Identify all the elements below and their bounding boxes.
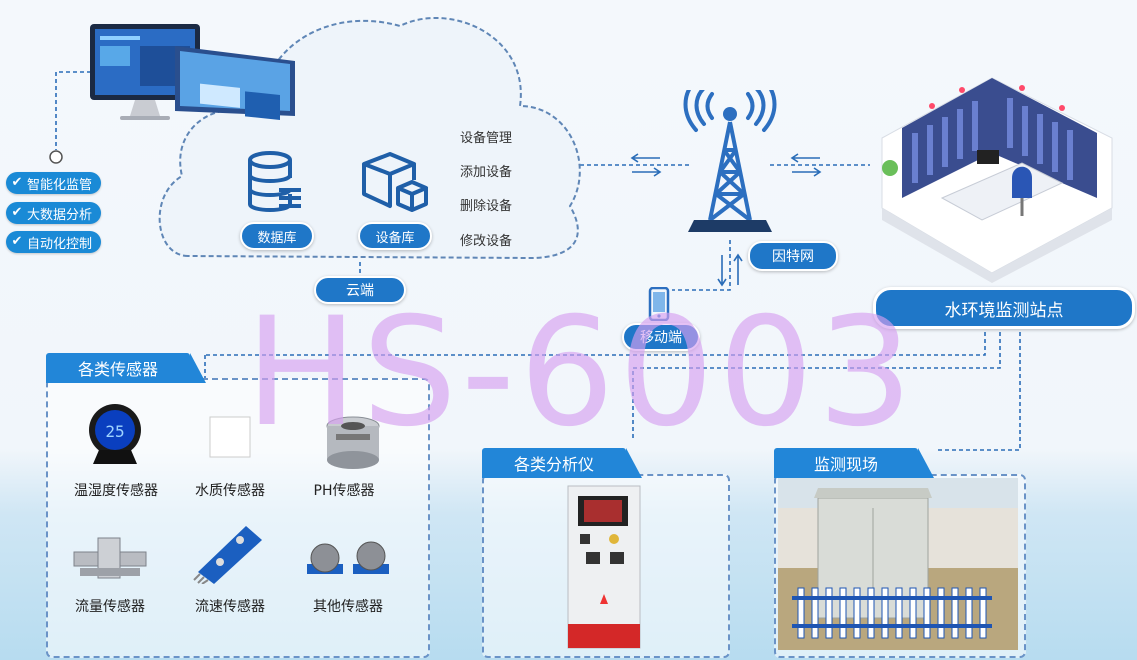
arrow-left-2 — [790, 153, 820, 163]
device-menu-manage: 设备管理 — [460, 131, 513, 146]
water-quality-sensor-icon — [209, 416, 251, 458]
sensor-label-ph: PH传感器 — [313, 483, 375, 499]
feature-smart-supervision: ✔ 智能化监管 — [6, 172, 102, 194]
mobile-label: 移动端 — [622, 323, 700, 351]
tower-to-mobile-line — [672, 240, 731, 291]
feature-label: 大数据分析 — [27, 207, 93, 223]
analyzer-cabinet-image — [567, 485, 641, 649]
signal-tower-icon — [683, 90, 777, 232]
check-icon: ✔ — [11, 234, 23, 249]
database-label: 数据库 — [240, 222, 314, 250]
device-menu-add: 添加设备 — [460, 165, 513, 180]
flow-rate-sensor-icon — [193, 526, 262, 584]
sensor-display-text: 25 — [105, 422, 124, 441]
device-store-label: 设备库 — [358, 222, 432, 250]
station-to-analyzer-line — [632, 325, 1001, 440]
arrow-right-1 — [632, 167, 662, 177]
arrow-down — [717, 255, 727, 287]
site-title: 监测现场 — [774, 448, 934, 478]
feature-label: 自动化控制 — [27, 236, 93, 252]
arrow-left-1 — [630, 153, 660, 163]
server-room-image — [881, 77, 1113, 283]
feature-label: 智能化监管 — [27, 177, 93, 193]
flow-sensor-icon — [73, 537, 147, 579]
station-to-sensors-line — [205, 325, 986, 356]
station-label: 水环境监测站点 — [873, 287, 1135, 329]
monitoring-site-photo — [778, 478, 1018, 650]
device-menu-edit: 修改设备 — [460, 234, 513, 249]
watermark-text: HS-6003 — [245, 286, 917, 460]
sensor-label-water-quality: 水质传感器 — [195, 483, 265, 499]
monitor-to-feature-line — [55, 71, 112, 150]
feature-node — [49, 150, 63, 164]
ph-sensor-icon — [326, 416, 380, 469]
device-menu-delete: 删除设备 — [460, 199, 513, 214]
cloud-label: 云端 — [314, 276, 406, 304]
internet-label: 因特网 — [748, 241, 838, 271]
check-icon: ✔ — [11, 175, 23, 190]
arrow-right-2 — [792, 167, 822, 177]
sensor-label-flow: 流量传感器 — [75, 599, 145, 615]
mobile-phone-icon — [648, 287, 670, 321]
cloud-shape — [158, 17, 581, 260]
arrow-up — [733, 253, 743, 285]
check-icon: ✔ — [11, 205, 23, 220]
sensor-label-flow-rate: 流速传感器 — [195, 599, 265, 615]
sensors-title: 各类传感器 — [46, 353, 206, 383]
temperature-humidity-sensor-icon: 25 — [89, 404, 141, 464]
feature-big-data: ✔ 大数据分析 — [6, 202, 102, 224]
sensor-label-other: 其他传感器 — [313, 599, 383, 615]
feature-automation: ✔ 自动化控制 — [6, 231, 102, 253]
analyzer-title: 各类分析仪 — [482, 448, 642, 478]
station-to-site-line — [935, 325, 1021, 451]
device-box-icon — [362, 152, 428, 212]
sensor-label-temp-humidity: 温湿度传感器 — [74, 483, 158, 499]
other-sensor-icon — [307, 541, 389, 574]
database-icon — [248, 151, 301, 212]
computer-monitor-image — [90, 24, 295, 121]
